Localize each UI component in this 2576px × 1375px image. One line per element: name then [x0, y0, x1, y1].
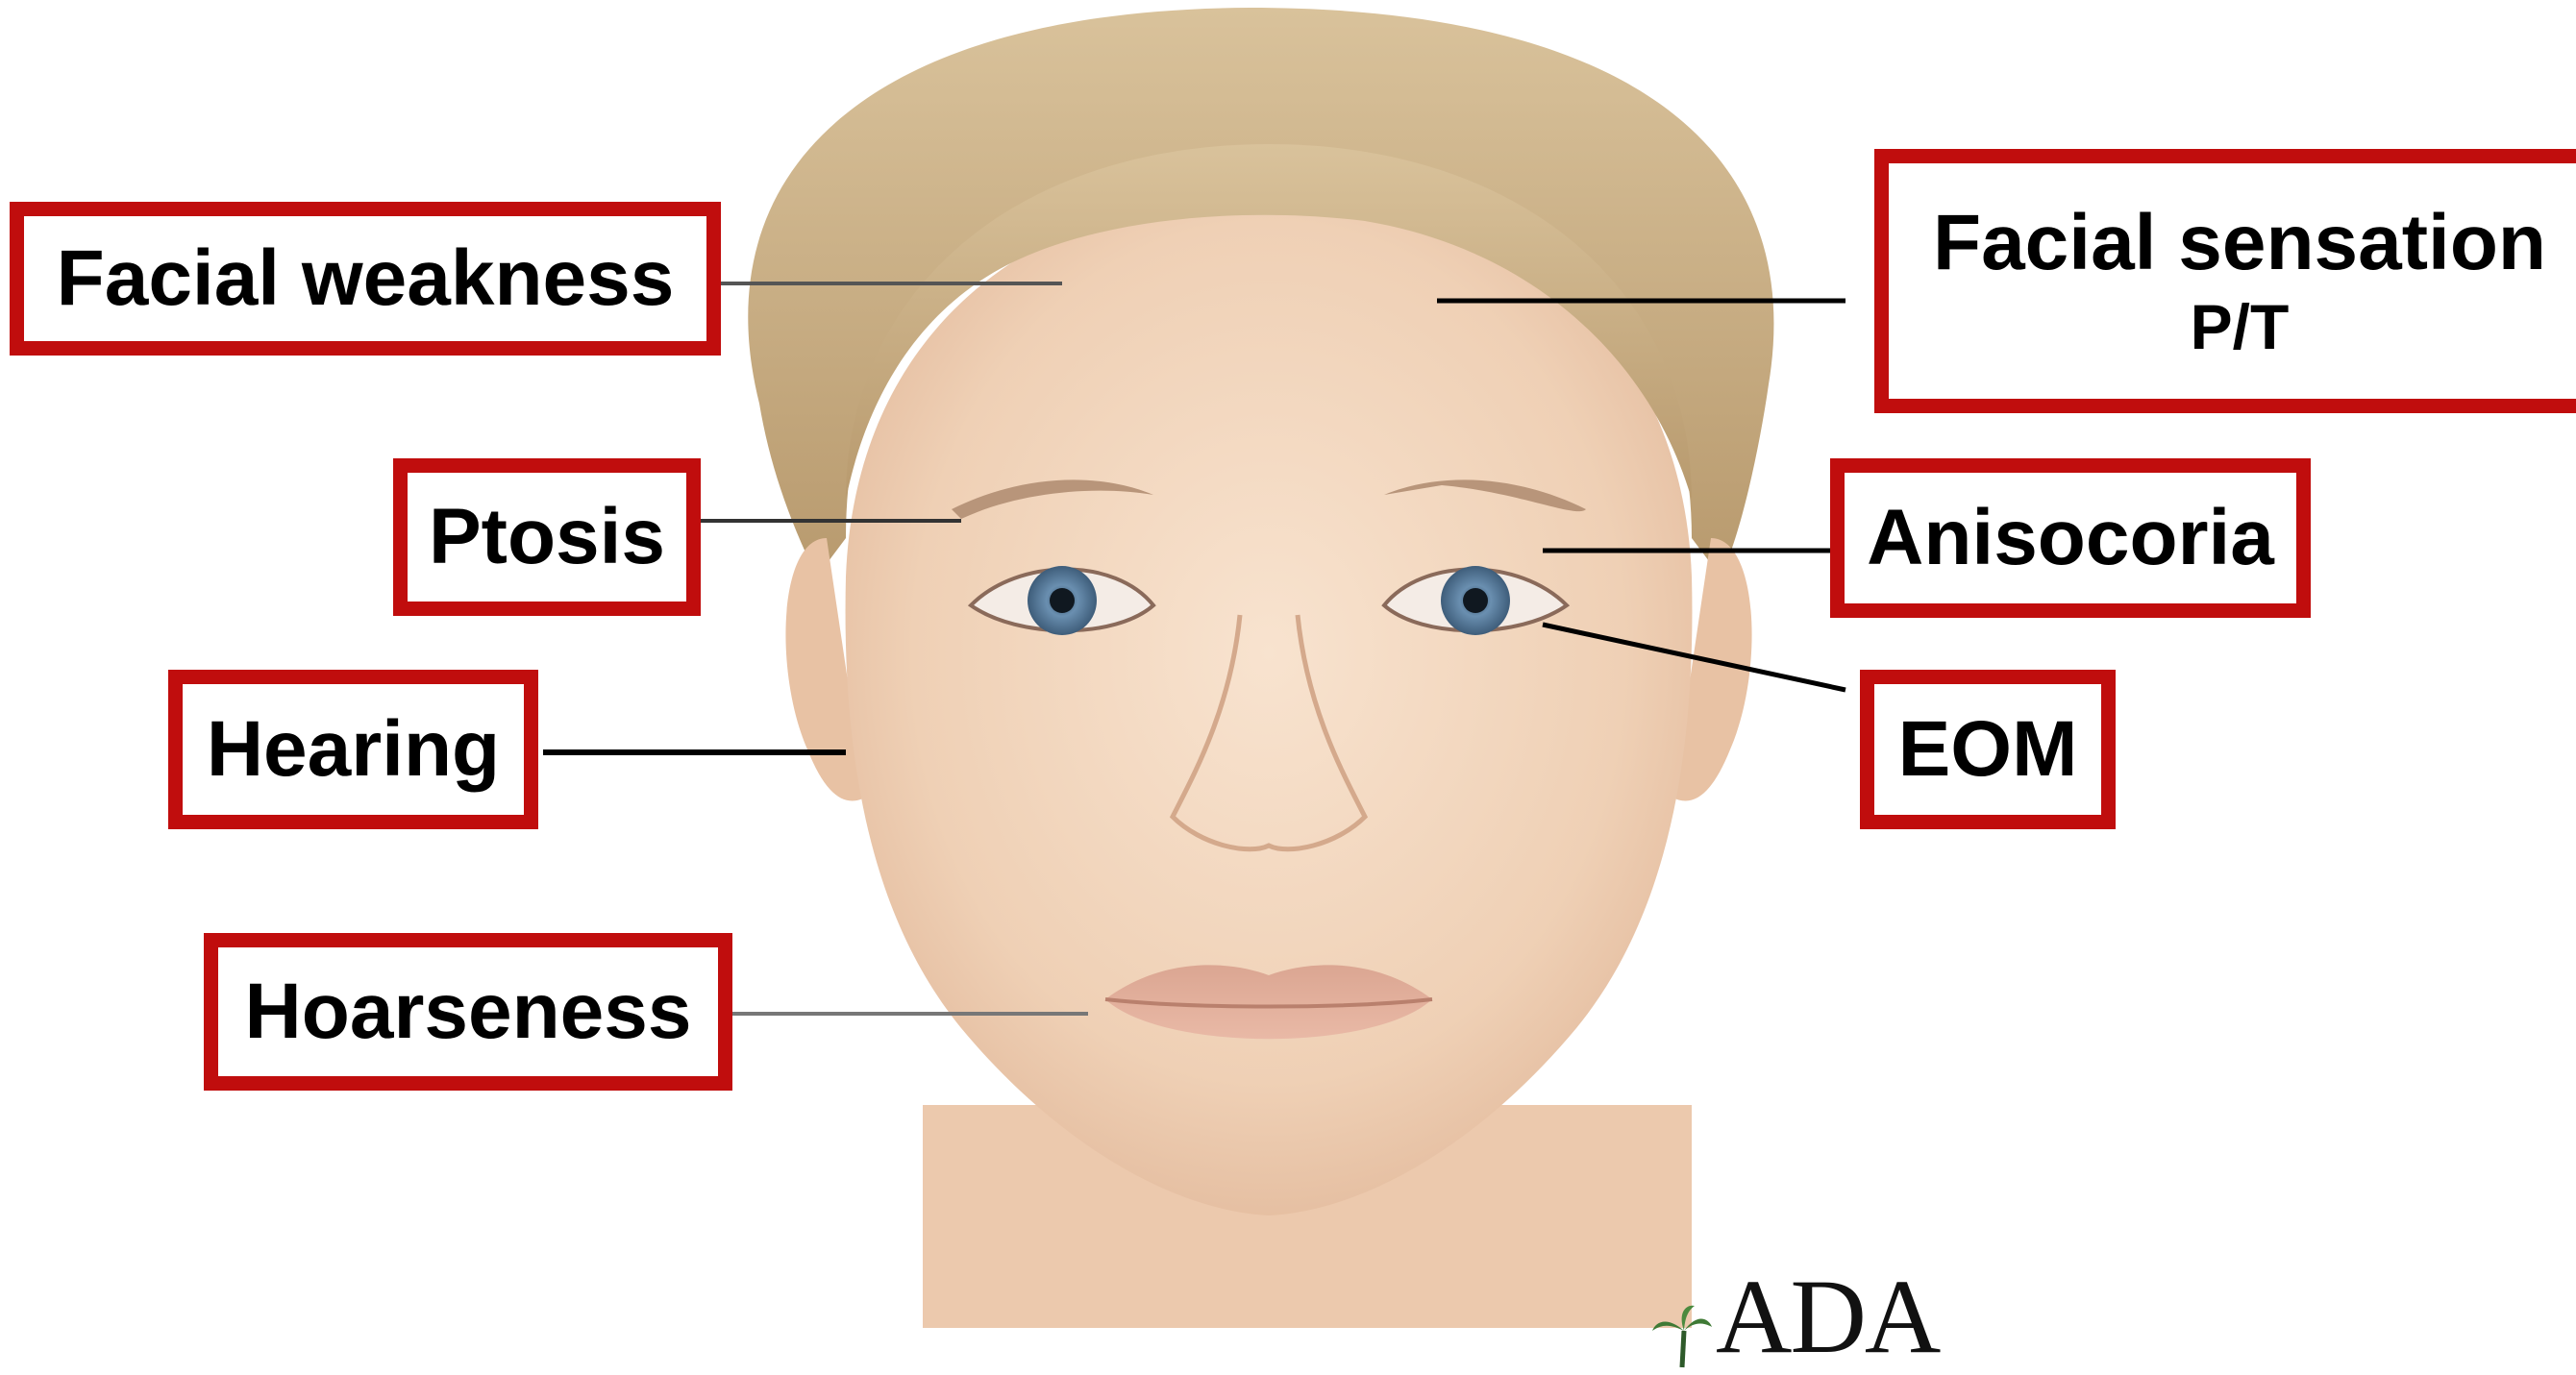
facial-sensation-subtext: P/T	[2191, 294, 2290, 360]
ptosis-label: Ptosis	[393, 458, 701, 616]
facial-sensation-label: Facial sensation P/T	[1874, 149, 2576, 413]
hoarseness-label: Hoarseness	[204, 933, 732, 1091]
facial-weakness-label: Facial weakness	[10, 202, 721, 356]
watermark-logo: ADA	[1648, 1264, 1939, 1369]
hearing-label: Hearing	[168, 670, 538, 829]
anisocoria-label: Anisocoria	[1830, 458, 2311, 618]
left-pupil	[1050, 588, 1075, 613]
facial-weakness-text: Facial weakness	[57, 237, 675, 320]
ptosis-text: Ptosis	[429, 496, 665, 578]
hearing-text: Hearing	[207, 708, 500, 791]
hoarseness-text: Hoarseness	[245, 970, 692, 1053]
diagram-canvas: Facial weakness Ptosis Hearing Hoarsenes…	[0, 0, 2576, 1328]
anisocoria-text: Anisocoria	[1867, 497, 2274, 579]
eom-text: EOM	[1898, 708, 2078, 791]
face-skin	[846, 192, 1693, 1215]
facial-sensation-text: Facial sensation	[1933, 202, 2546, 284]
right-pupil	[1463, 588, 1488, 613]
watermark-text: ADA	[1716, 1264, 1939, 1369]
palm-tree-icon	[1648, 1302, 1716, 1369]
eom-label: EOM	[1860, 670, 2116, 829]
